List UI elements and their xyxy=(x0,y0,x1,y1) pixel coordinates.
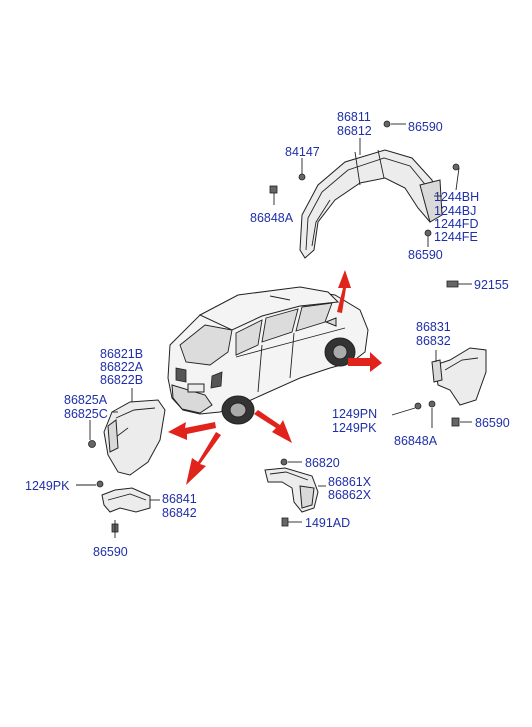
label-86841: 86841 xyxy=(162,492,197,506)
label-1244bh: 1244BH xyxy=(434,190,479,204)
label-86822a: 86822A xyxy=(100,360,144,374)
vehicle-illustration xyxy=(167,286,369,425)
label-86590-bottom: 86590 xyxy=(93,545,128,559)
rear-wheel-guard-assembly xyxy=(76,388,166,488)
label-86831: 86831 xyxy=(416,320,451,334)
label-92155: 92155 xyxy=(474,278,509,292)
label-1244fe: 1244FE xyxy=(434,230,478,244)
label-86832: 86832 xyxy=(416,334,451,348)
label-86820: 86820 xyxy=(305,456,340,470)
label-86811: 86811 xyxy=(337,110,371,124)
label-84147: 84147 xyxy=(285,145,320,159)
label-86812: 86812 xyxy=(337,124,372,138)
front-wheel-guard-assembly xyxy=(269,120,472,288)
arrow-front-wheel-right xyxy=(348,352,382,372)
label-86822b: 86822B xyxy=(100,373,143,387)
location-arrows xyxy=(168,270,382,485)
label-86861x: 86861X xyxy=(328,475,372,489)
label-1491ad: 1491AD xyxy=(305,516,350,530)
label-86842: 86842 xyxy=(162,506,197,520)
label-86821b: 86821B xyxy=(100,347,143,361)
label-86848a-right: 86848A xyxy=(394,434,438,448)
label-1244bj: 1244BJ xyxy=(434,204,476,218)
label-86590-mid: 86590 xyxy=(408,248,443,262)
label-86590-right: 86590 xyxy=(475,416,510,430)
label-86848a-top: 86848A xyxy=(250,211,294,225)
part-number-labels: 86811 86812 86590 84147 86848A 1244BH 12… xyxy=(25,110,510,559)
label-86825a: 86825A xyxy=(64,393,108,407)
label-1249pk-right: 1249PK xyxy=(332,421,377,435)
label-86862x: 86862X xyxy=(328,488,372,502)
arrow-front-wheel-up xyxy=(337,270,351,313)
arrow-rear-wheel-right xyxy=(254,410,292,443)
arrow-rear-left xyxy=(168,422,216,440)
label-86590-top: 86590 xyxy=(408,120,443,134)
label-1249pn: 1249PN xyxy=(332,407,377,421)
label-1249pk-left: 1249PK xyxy=(25,479,70,493)
front-mud-guard-assembly xyxy=(391,347,487,428)
label-86825c: 86825C xyxy=(64,407,108,421)
arrow-rear-down xyxy=(186,432,221,485)
rear-mud-guard-assembly xyxy=(264,458,326,527)
label-1244fd: 1244FD xyxy=(434,217,478,231)
rear-mud-flap-assembly xyxy=(101,487,160,538)
